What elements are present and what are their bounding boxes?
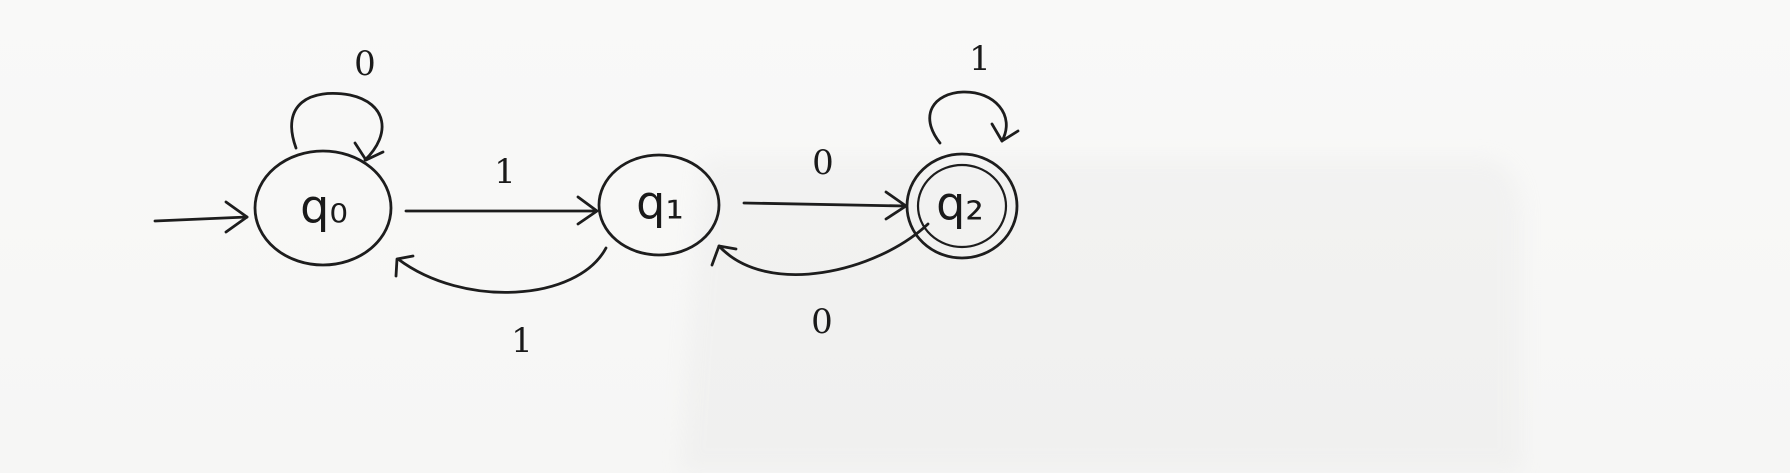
transition-label-q0-q0: 0 xyxy=(354,44,376,84)
transition-q2-q1: 0 xyxy=(710,222,930,342)
transition-label-q2-q1: 0 xyxy=(811,302,833,342)
state-q0: q₀ xyxy=(253,149,393,267)
transition-label-q1-q0: 1 xyxy=(511,321,533,361)
transition-label-q1-q2: 0 xyxy=(812,143,834,183)
state-q2: q₂ xyxy=(905,152,1019,260)
state-label-q1: q₁ xyxy=(636,176,684,230)
transition-q0-q0: 0 xyxy=(290,44,385,162)
state-label-q0: q₀ xyxy=(300,180,348,234)
start-arrow xyxy=(153,200,249,234)
transition-q0-q1: 1 xyxy=(404,152,599,226)
transition-label-q0-q1: 1 xyxy=(494,152,516,192)
state-label-q2: q₂ xyxy=(936,177,984,231)
paper-shadow xyxy=(680,158,1522,473)
transition-q1-q2: 0 xyxy=(742,143,908,221)
transition-label-q2-q2: 1 xyxy=(969,39,991,79)
state-q1: q₁ xyxy=(597,153,721,257)
transition-q2-q2: 1 xyxy=(928,39,1020,145)
transition-q1-q0: 1 xyxy=(394,246,608,361)
